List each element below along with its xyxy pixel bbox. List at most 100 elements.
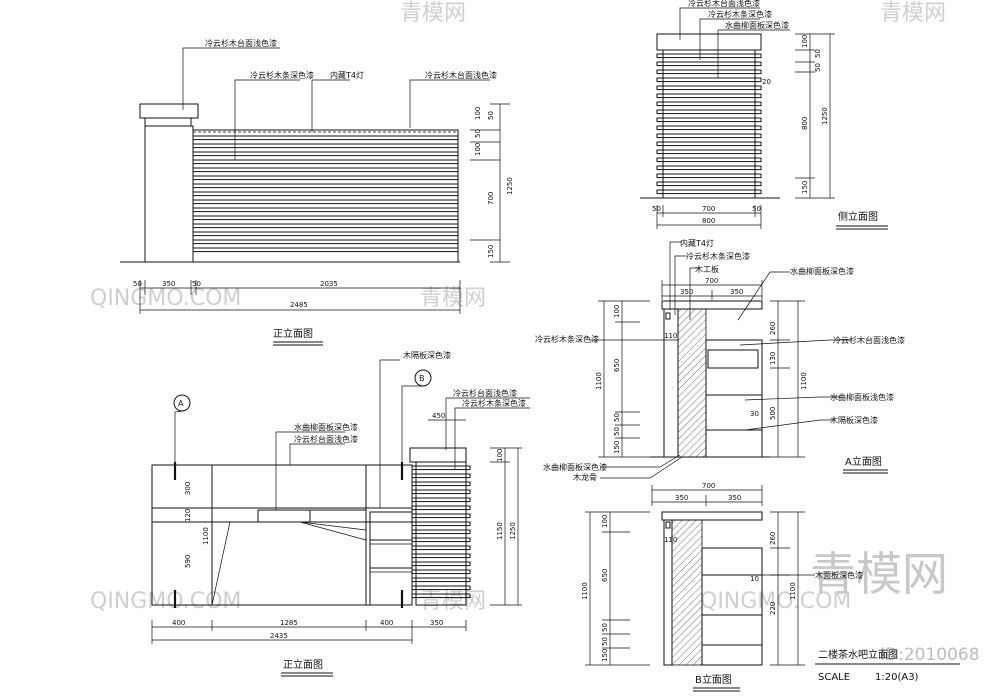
dim-label: 1250 [506,177,514,195]
dim-label: 1100 [595,372,603,390]
wood-strip [656,53,762,59]
dim-label: 110 [664,332,677,340]
wood-strip [656,189,762,195]
label-fir-top-light: 冷云杉台面浅色漆 [294,434,358,444]
watermark-site: 青模网 [420,286,486,311]
dim-label: 1285 [280,619,298,627]
dim-label: 590 [184,555,192,568]
label-partition-dark: 木隔板深色漆 [830,415,878,425]
label-fir-light: 冷云杉木台面浅色漆 [205,38,277,48]
dim-label: 450 [432,412,445,420]
dim-label: 50 [814,49,822,58]
dim-label: 50 [814,63,822,72]
wood-strip [411,537,471,543]
label-curved-light: 水曲柳面板浅色漆 [830,392,894,402]
scale-label: SCALE [818,672,850,683]
b-elevation: 700 350 350 110 100 650 50 50 150 1100 2… [581,482,863,692]
front-elevation-top: 50 350 50 2035 2485 100 50 100 50 1250 7… [120,38,514,346]
wood-strip [411,489,471,495]
label-fir-light: 冷云杉木台面浅色漆 [688,0,760,8]
dim-label: 260 [769,322,777,335]
title-a-elevation: A立面图 [845,455,882,468]
dim-label: 350 [675,494,688,502]
watermark-site: 青模网 [400,1,466,26]
dim-label: 50 [192,280,201,288]
wood-strip [411,569,471,575]
wood-strip [192,151,459,157]
wood-strip [656,93,762,99]
wood-strip [192,207,459,213]
dim-label: 50 [752,205,761,213]
dim-label: 700 [705,277,718,285]
label-top-board-dark: 木面板深色漆 [815,570,863,580]
wood-strip [192,167,459,173]
dim-label: 1100 [581,582,589,600]
dim-label: 30 [750,410,759,418]
drawing-name: 二楼茶水吧立面图 [818,648,898,661]
label-wood-keel: 木龙骨 [573,472,597,482]
wood-strip [656,61,762,67]
dim-label: 100 [613,305,621,318]
dim-label: 50 [613,427,621,436]
wood-strip [656,69,762,75]
watermark-latin: QINGMO.COM [90,589,241,614]
wood-strip [192,191,459,197]
dim-label: 100 [474,107,482,120]
watermark-layer: 青模网 青模网 QINGMO.COM 青模网 QINGMO.COM 青模网 QI… [90,1,980,665]
label-fir-strip-dark: 冷云杉木条深色漆 [708,9,772,19]
wood-strip [192,215,459,221]
label-curved-dark: 水曲柳面板深色漆 [543,462,607,472]
front-elevation-bottom: A B 400 1285 400 350 2435 300 120 590 11… [151,350,530,677]
label-fir-light: 冷云杉木台面浅色漆 [833,335,905,345]
wood-strip [411,529,471,535]
wood-strip [656,117,762,123]
watermark-latin: QINGMO.COM [700,589,851,614]
dim-label: 1100 [789,582,797,600]
dim-label: 100 [601,515,609,528]
label-wood-panel-dark: 木隔板深色漆 [403,350,451,360]
wood-strip [411,505,471,511]
watermark-site: 青模网 [420,589,486,614]
dim-label: 1250 [821,107,829,125]
wood-strip [192,159,459,165]
dim-label: 150 [801,181,809,194]
wood-strip [656,125,762,131]
dim-label: 50 [601,623,609,632]
label-wood-board: 木工板 [695,264,719,274]
label-fir-strip-dark: 冷云杉木条深色漆 [250,70,314,80]
dim-label: 150 [613,441,621,454]
label-fir-strip-dark: 冷云杉木条深色漆 [535,334,599,344]
section-marker-a: A [178,399,184,408]
wood-strip [192,175,459,181]
dim-label: 50 [133,280,142,288]
wood-strip [192,223,459,229]
side-elevation: 50 700 50 800 100 50 50 20 800 1250 150 … [640,0,888,230]
label-t4: 内藏T4灯 [330,70,364,80]
wood-strip [192,247,459,253]
wood-strip [411,561,471,567]
dim-label: 650 [613,359,621,372]
dim-label: 800 [702,217,715,225]
title-b-elevation: B立面图 [695,673,732,686]
a-elevation: 700 350 350 110 100 650 50 50 150 1100 2… [535,238,905,482]
dim-label: 50 [613,413,621,422]
wood-strip [411,465,471,471]
title-front-elevation-top: 正立面图 [273,327,313,340]
dim-label: 700 [702,205,715,213]
wood-strip [656,165,762,171]
wood-strip [411,497,471,503]
wood-strip [192,135,459,141]
label-curved-dark: 水曲柳面板深色漆 [725,20,789,30]
wood-strip [192,231,459,237]
dim-label: 350 [680,288,693,296]
watermark-site-large: 青模网 [810,547,948,601]
wood-strip [411,593,471,599]
title-block: 二楼茶水吧立面图 SCALE 1:20(A3) [815,648,960,683]
dim-label: 130 [769,352,777,365]
watermark-code: ID:2010068 [880,645,980,665]
wood-strip [656,181,762,187]
dim-label: 1100 [800,372,808,390]
wood-strip [411,545,471,551]
dim-label: 100 [801,35,809,48]
label-curved-dark: 水曲柳面板深色漆 [790,266,854,276]
